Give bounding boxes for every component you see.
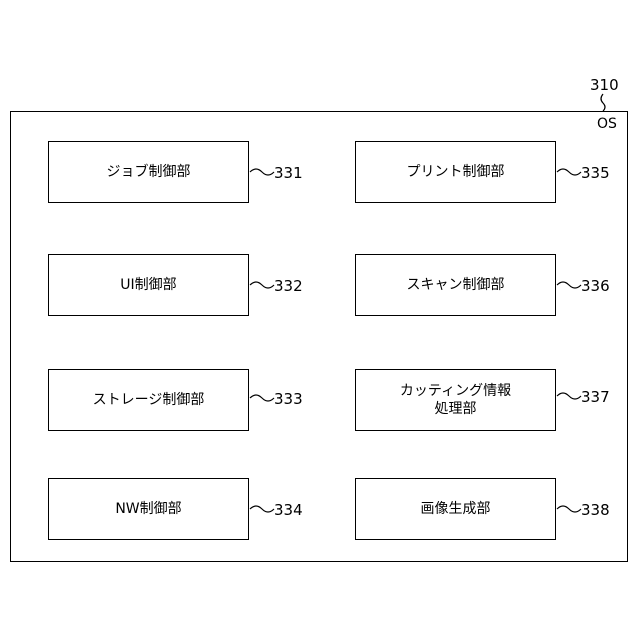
frame-ref-leader — [601, 94, 605, 111]
scan-control-module: スキャン制御部 — [355, 254, 556, 316]
module-label: カッティング情報 処理部 — [400, 382, 511, 418]
ref-number-335: 335 — [581, 165, 610, 181]
cutting-info-processing-module: カッティング情報 処理部 — [355, 369, 556, 431]
ref-number-333: 333 — [274, 391, 303, 407]
storage-control-module: ストレージ制御部 — [48, 369, 249, 431]
image-generation-module: 画像生成部 — [355, 478, 556, 540]
nw-control-module: NW制御部 — [48, 478, 249, 540]
ref-number-338: 338 — [581, 502, 610, 518]
module-label: 画像生成部 — [421, 500, 491, 518]
module-label: ジョブ制御部 — [107, 163, 191, 181]
ref-number-334: 334 — [274, 502, 303, 518]
frame-ref-number: 310 — [590, 77, 619, 93]
ref-number-336: 336 — [581, 278, 610, 294]
job-control-module: ジョブ制御部 — [48, 141, 249, 203]
module-label: プリント制御部 — [407, 163, 505, 181]
module-label: ストレージ制御部 — [93, 391, 205, 409]
module-label: NW制御部 — [115, 500, 181, 518]
ref-number-337: 337 — [581, 389, 610, 405]
ui-control-module: UI制御部 — [48, 254, 249, 316]
ref-number-332: 332 — [274, 278, 303, 294]
ref-number-331: 331 — [274, 165, 303, 181]
os-title: OS — [597, 117, 617, 131]
module-label: UI制御部 — [120, 276, 176, 294]
print-control-module: プリント制御部 — [355, 141, 556, 203]
module-label: スキャン制御部 — [407, 276, 505, 294]
